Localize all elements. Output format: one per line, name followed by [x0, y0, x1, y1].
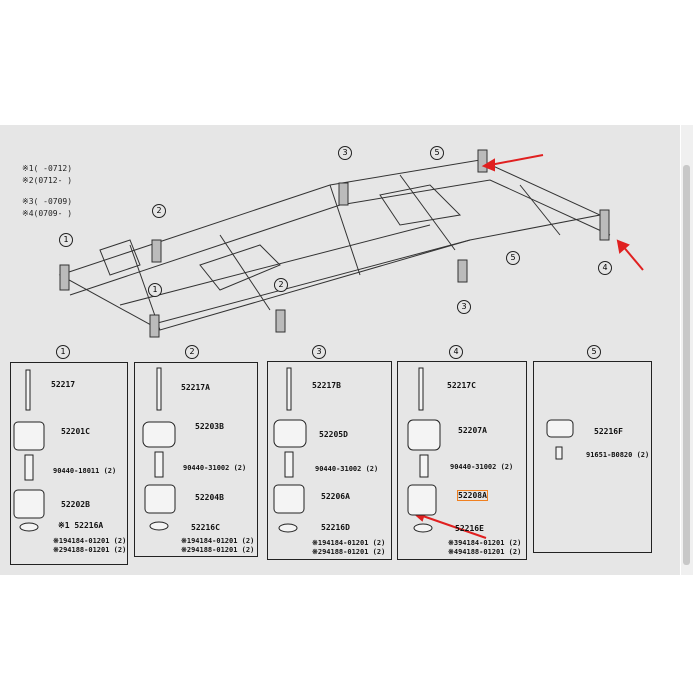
part-label[interactable]: 90440-31002 (2) [450, 463, 514, 471]
callout-5: 5 [430, 146, 444, 160]
highlighted-part-label[interactable]: 52208A [457, 490, 488, 501]
frame-drawing [58, 149, 644, 539]
vertical-scrollbar[interactable] [681, 125, 693, 575]
part-label[interactable]: ※1 52216A [58, 521, 104, 530]
part-label[interactable]: ※494188-01201 (2) [448, 548, 522, 556]
group-2-box: 52217A 52203B 90440-31002 (2) 52204B 522… [134, 362, 258, 557]
callout-2: 2 [274, 278, 288, 292]
part-label[interactable]: 52204B [195, 493, 224, 502]
group-2-number: 2 [185, 345, 199, 359]
part-label[interactable]: ※294188-01201 (2) [53, 546, 127, 554]
part-label[interactable]: ※294188-01201 (2) [181, 546, 255, 554]
part-label[interactable]: 52205D [319, 430, 348, 439]
part-label[interactable]: ※194184-01201 (2) [181, 537, 255, 545]
group-3-box: 52217B 52205D 90440-31002 (2) 52206A 522… [267, 361, 392, 560]
part-label[interactable]: 90440-31002 (2) [183, 464, 247, 472]
group-4-box: 52217C 52207A 90440-31002 (2) 52208A 522… [397, 361, 527, 560]
part-label[interactable]: 52207A [458, 426, 487, 435]
part-label[interactable]: 52216F [594, 427, 623, 436]
part-label[interactable]: ※394184-01201 (2) [448, 539, 522, 547]
part-label[interactable]: 91651-B0820 (2) [586, 451, 650, 459]
part-label[interactable]: ※194184-01201 (2) [53, 537, 127, 545]
callout-3: 3 [338, 146, 352, 160]
group-5-number: 5 [587, 345, 601, 359]
part-label[interactable]: 52216C [191, 523, 220, 532]
part-label[interactable]: 52217A [181, 383, 210, 392]
part-label[interactable]: 52217B [312, 381, 341, 390]
part-label[interactable]: ※294188-01201 (2) [312, 548, 386, 556]
scrollbar-thumb[interactable] [683, 165, 690, 565]
callout-4: 4 [598, 261, 612, 275]
callout-1: 1 [59, 233, 73, 247]
part-label[interactable]: 52216D [321, 523, 350, 532]
part-label[interactable]: 52217C [447, 381, 476, 390]
callout-1: 1 [148, 283, 162, 297]
note: ※2(0712- ) [22, 176, 73, 185]
callout-5: 5 [506, 251, 520, 265]
part-label[interactable]: 52201C [61, 427, 90, 436]
note: ※4(0709- ) [22, 209, 73, 218]
part-label[interactable]: ※194184-01201 (2) [312, 539, 386, 547]
group-3-number: 3 [312, 345, 326, 359]
group-4-number: 4 [449, 345, 463, 359]
diagram-viewer[interactable]: 1 2 3 5 2 1 3 5 4 [0, 125, 680, 575]
part-label[interactable]: 52217 [51, 380, 76, 389]
part-label[interactable]: 90440-18011 (2) [53, 467, 117, 475]
part-label[interactable]: 52203B [195, 422, 224, 431]
group-1-number: 1 [56, 345, 70, 359]
note: ※3( -0709) [22, 197, 73, 206]
part-label[interactable]: 52206A [321, 492, 350, 501]
group-1-box: 52217 52201C 90440-18011 (2) 52202B ※1 5… [10, 362, 128, 565]
callout-3: 3 [457, 300, 471, 314]
group-5-box: 52216F 91651-B0820 (2) [533, 361, 652, 553]
note: ※1( -0712) [22, 164, 73, 173]
part-label[interactable]: 52202B [61, 500, 90, 509]
callout-2: 2 [152, 204, 166, 218]
part-label[interactable]: 90440-31002 (2) [315, 465, 379, 473]
part-label[interactable]: 52216E [455, 524, 484, 533]
